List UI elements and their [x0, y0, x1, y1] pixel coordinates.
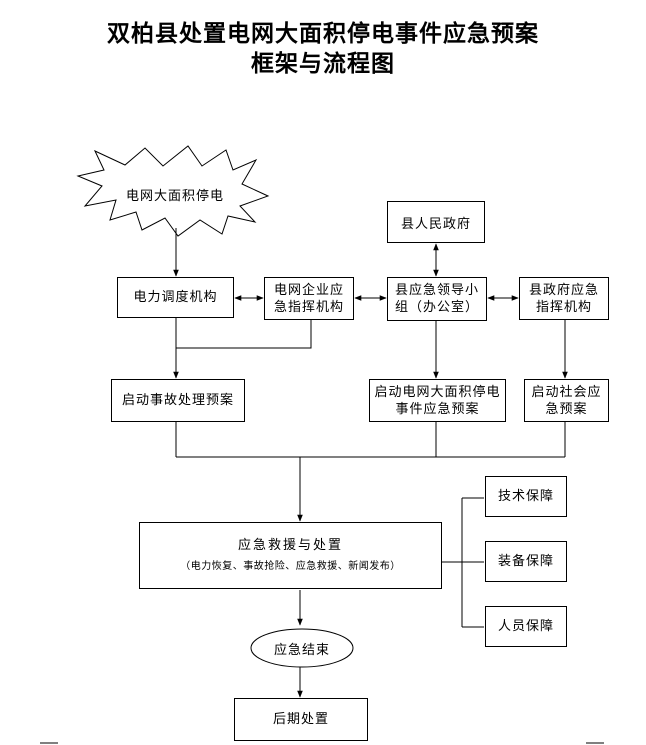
- end-ellipse: [250, 628, 354, 668]
- blackout-starburst: [76, 145, 270, 237]
- node-tech-support: 技术保障: [485, 476, 567, 517]
- node-end: 应急结束: [273, 642, 330, 658]
- line-grid-to-dispatch-trunk: [176, 320, 312, 349]
- node-county-command: 县政府应急指挥机构: [519, 277, 609, 320]
- node-equipment-support: 装备保障: [485, 541, 567, 582]
- node-power-dispatch: 电力调度机构: [117, 277, 234, 318]
- node-start-accident: 启动事故处理预案: [111, 379, 245, 422]
- node-county-gov: 县人民政府: [387, 201, 485, 243]
- node-grid-command: 电网企业应急指挥机构: [264, 277, 354, 320]
- node-blackout: 电网大面积停电: [125, 188, 224, 204]
- node-start-social: 启动社会应急预案: [524, 379, 609, 422]
- node-rescue: 应急救援与处置 （电力恢复、事故抢险、应急救援、新闻发布）: [139, 522, 442, 589]
- node-start-blackout-plan: 启动电网大面积停电事件应急预案: [369, 379, 506, 422]
- rescue-detail: （电力恢复、事故抢险、应急救援、新闻发布）: [180, 560, 401, 572]
- node-leading-group: 县应急领导小组（办公室）: [387, 277, 487, 321]
- rescue-title: 应急救援与处置: [237, 537, 343, 553]
- diagram-title-line2: 框架与流程图: [251, 50, 395, 77]
- diagram-title-line1: 双柏县处置电网大面积停电事件应急预案: [107, 20, 539, 47]
- node-personnel-support: 人员保障: [485, 606, 567, 647]
- node-aftermath: 后期处置: [234, 698, 368, 741]
